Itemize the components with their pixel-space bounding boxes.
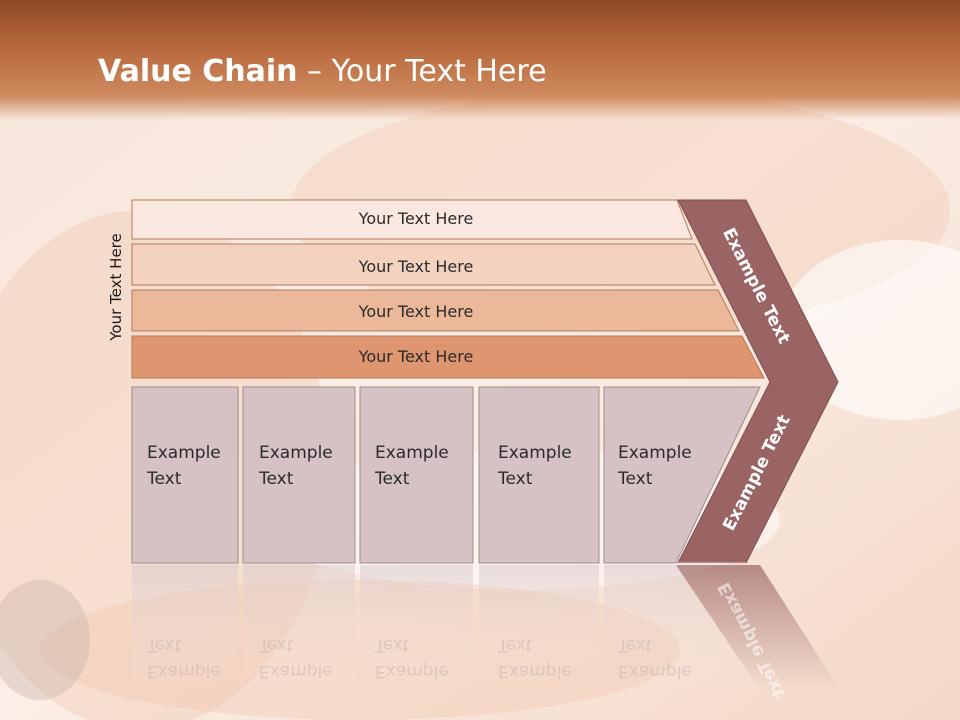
column-2-reflection: Example Text [259,632,333,684]
column-5-reflection-line1: Example [618,661,692,681]
column-5-reflection: Example Text [618,632,692,684]
column-3-reflection-line1: Example [375,661,449,681]
row-1-shape [131,199,693,240]
column-5-shape [603,386,761,564]
column-3-shape [359,386,474,564]
value-rows [131,199,765,379]
column-2-shape [242,386,356,564]
column-2-line1: Example [259,443,333,463]
column-4-line2: Text [498,469,533,489]
column-1-line1: Example [147,443,221,463]
column-2-label: Example Text [259,440,333,492]
column-4-shape [478,386,600,564]
column-4-reflection-line2: Text [498,635,533,655]
column-4-label: Example Text [498,440,572,492]
row-1-label: Your Text Here [358,209,474,228]
title-rest: – Your Text Here [297,54,547,89]
column-2-reflection-line2: Text [259,635,294,655]
column-1-reflection: Example Text [147,632,221,684]
column-2-line2: Text [259,469,294,489]
column-1-reflection-line1: Example [147,661,221,681]
row-3-shape [131,289,740,332]
column-3-label: Example Text [375,440,449,492]
column-5-label: Example Text [618,440,692,492]
column-3-line2: Text [375,469,410,489]
column-3-reflection-line2: Text [375,635,410,655]
column-reflections [132,565,840,690]
column-1-shape [131,386,239,564]
column-1-line2: Text [147,469,182,489]
column-3-line1: Example [375,443,449,463]
row-4-label: Your Text Here [358,347,474,366]
column-5-line2: Text [618,469,653,489]
column-1-reflection-line2: Text [147,635,182,655]
column-5-reflection-line2: Text [618,635,653,655]
column-2-reflection-line1: Example [259,661,333,681]
row-3-label: Your Text Here [358,302,474,321]
value-columns [131,386,761,564]
row-2-shape [131,243,716,286]
title-bold: Value Chain [98,54,298,89]
column-3-reflection: Example Text [375,632,449,684]
row-4-shape [131,335,765,379]
row-2-label: Your Text Here [358,257,474,276]
column-4-reflection-line1: Example [498,661,572,681]
vertical-label: Your Text Here [107,233,125,341]
title-bar [0,0,960,120]
column-1-label: Example Text [147,440,221,492]
column-5-line1: Example [618,443,692,463]
slide-title: Value Chain – Your Text Here [98,54,547,89]
column-4-reflection: Example Text [498,632,572,684]
column-4-line1: Example [498,443,572,463]
